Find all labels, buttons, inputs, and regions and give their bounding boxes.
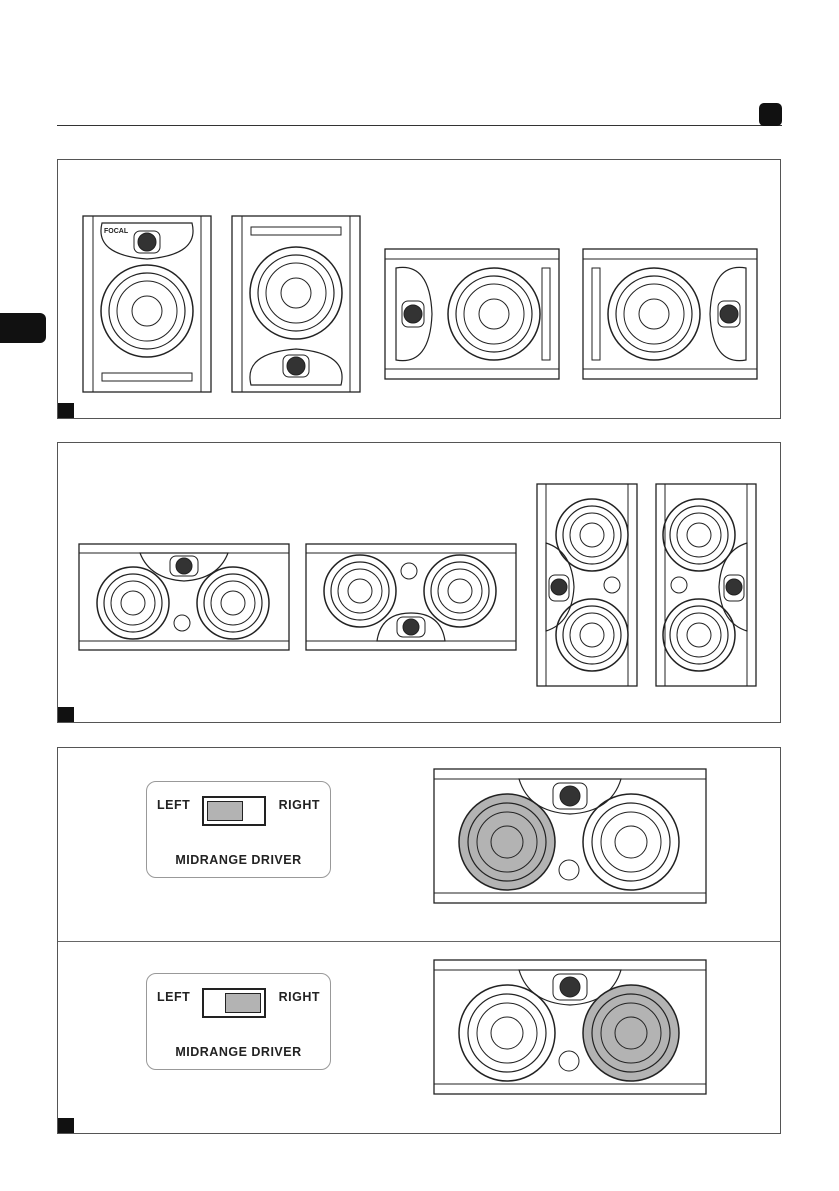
speaker-horizontal-tweeter-right (582, 248, 758, 380)
switch-track (202, 988, 266, 1018)
speaker-right-driver-highlighted (433, 959, 707, 1095)
switch-knob-left-position (207, 801, 243, 821)
switch-label-left: LEFT (157, 798, 190, 812)
header-rule (57, 125, 782, 126)
switch-label-left: LEFT (157, 990, 190, 1004)
switch-caption: MIDRANGE DRIVER (147, 853, 330, 867)
panel-marker (58, 1118, 74, 1133)
panel-divider (58, 941, 780, 942)
speaker-vertical-tweeter-top: FOCAL (82, 215, 212, 393)
speaker-vertical-tweeter-bottom (231, 215, 361, 393)
panel-midrange-switch: LEFT RIGHT MIDRANGE DRIVER LEFT RIGHT MI… (57, 747, 781, 1134)
switch-track (202, 796, 266, 826)
panel-three-way-orientations (57, 442, 781, 723)
switch-knob-right-position (225, 993, 261, 1013)
speaker-left-driver-highlighted (433, 768, 707, 904)
switch-diagram-left: LEFT RIGHT MIDRANGE DRIVER (146, 781, 331, 878)
speaker-horizontal-tweeter-left (384, 248, 560, 380)
switch-caption: MIDRANGE DRIVER (147, 1045, 330, 1059)
panel-marker (58, 707, 74, 722)
speaker-three-way-vertical-tweeter-right (655, 483, 757, 687)
language-side-tab (0, 313, 46, 343)
switch-label-right: RIGHT (279, 798, 320, 812)
panel-two-way-orientations: FOCAL (57, 159, 781, 419)
speaker-three-way-tweeter-bottom (305, 543, 517, 651)
speaker-three-way-tweeter-top (78, 543, 290, 651)
brand-logo-text: FOCAL (104, 228, 129, 235)
page-corner-tab (759, 103, 782, 126)
speaker-three-way-vertical-tweeter-left (536, 483, 638, 687)
switch-diagram-right: LEFT RIGHT MIDRANGE DRIVER (146, 973, 331, 1070)
switch-label-right: RIGHT (279, 990, 320, 1004)
panel-marker (58, 403, 74, 418)
